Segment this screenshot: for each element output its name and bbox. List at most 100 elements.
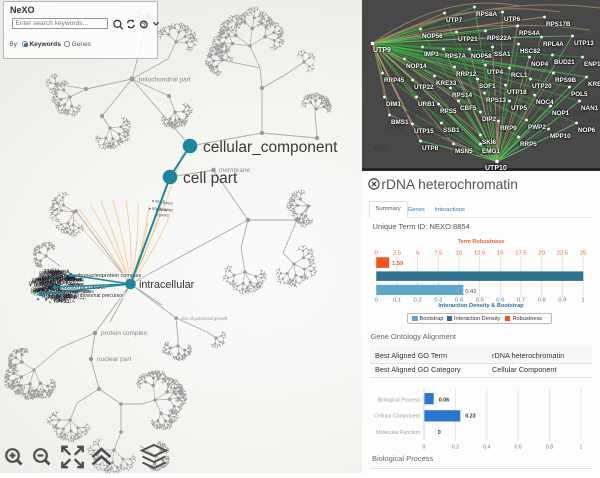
- svg-text:NOP2CA: NOP2CA: [57, 294, 78, 300]
- svg-text:RPS8A: RPS8A: [481, 45, 502, 51]
- svg-text:NOP7: NOP7: [38, 287, 52, 296]
- svg-text:RCL1: RCL1: [511, 72, 528, 79]
- svg-text:12.5: 12.5: [474, 251, 486, 257]
- svg-text:TIF6: TIF6: [34, 281, 45, 288]
- svg-text:90S pre: 90S pre: [68, 290, 85, 297]
- svg-text:snoRNA: snoRNA: [51, 269, 70, 278]
- svg-text:RLP7: RLP7: [64, 274, 77, 281]
- svg-text:0.7: 0.7: [517, 297, 525, 303]
- svg-text:UTP5: UTP5: [511, 105, 528, 112]
- svg-text:YTM1: YTM1: [36, 277, 49, 283]
- svg-text:BRX1: BRX1: [40, 280, 53, 288]
- svg-text:NOP6: NOP6: [578, 127, 596, 134]
- svg-text:0.5: 0.5: [476, 297, 485, 303]
- svg-text:RPS7A: RPS7A: [474, 151, 495, 157]
- svg-text:pre-rRNA: pre-rRNA: [39, 269, 60, 276]
- svg-text:RPB2: RPB2: [163, 201, 173, 205]
- svg-text:ribosomal precursor: ribosomal precursor: [78, 293, 124, 299]
- svg-text:NOP58: NOP58: [46, 272, 62, 278]
- svg-text:YTM1: YTM1: [61, 276, 75, 285]
- svg-text:RRP5: RRP5: [520, 141, 537, 148]
- svg-text:UTP8: UTP8: [422, 145, 439, 152]
- svg-text:RPB2: RPB2: [163, 209, 173, 213]
- svg-text:NOC4: NOC4: [536, 99, 554, 106]
- svg-text:RPS14: RPS14: [452, 92, 472, 99]
- svg-text:RCL1: RCL1: [505, 16, 521, 22]
- svg-text:ERB1: ERB1: [38, 276, 51, 282]
- svg-text:MAK21: MAK21: [51, 272, 67, 279]
- svg-text:EMG1: EMG1: [482, 148, 500, 155]
- svg-text:RRP36: RRP36: [47, 274, 63, 282]
- svg-text:RRP9: RRP9: [500, 125, 517, 132]
- svg-text:protein complex: protein complex: [101, 330, 148, 337]
- svg-text:MSN5: MSN5: [455, 148, 473, 155]
- svg-text:BRX1: BRX1: [64, 294, 77, 301]
- svg-text:RLP7: RLP7: [48, 295, 61, 301]
- svg-text:RPF1: RPF1: [36, 277, 49, 283]
- svg-text:RPS17B: RPS17B: [546, 21, 571, 28]
- svg-text:YTM1: YTM1: [42, 279, 56, 288]
- svg-text:UTP15: UTP15: [414, 128, 434, 135]
- svg-text:0.42: 0.42: [465, 289, 476, 295]
- svg-text:RPS8A: RPS8A: [476, 11, 497, 18]
- svg-text:0: 0: [375, 251, 379, 257]
- svg-text:RPS13: RPS13: [486, 97, 506, 104]
- svg-text:UTP10: UTP10: [485, 165, 507, 171]
- svg-text:NOP2CA: NOP2CA: [33, 280, 54, 289]
- svg-text:SOF1: SOF1: [573, 112, 589, 118]
- svg-text:1: 1: [580, 445, 583, 451]
- svg-text:RNP complex: RNP complex: [37, 292, 67, 302]
- svg-text:0.4: 0.4: [483, 445, 490, 451]
- svg-text:RPL4A: RPL4A: [543, 41, 564, 48]
- svg-text:NOP58: NOP58: [48, 269, 65, 277]
- svg-text:RPF1: RPF1: [39, 273, 52, 281]
- svg-text:UTP30: UTP30: [56, 291, 71, 298]
- svg-text:RLP7: RLP7: [32, 286, 45, 294]
- svg-text:ERB1: ERB1: [47, 272, 61, 281]
- svg-text:snoRNA: snoRNA: [65, 277, 84, 285]
- svg-text:DIP2: DIP2: [482, 116, 496, 123]
- svg-text:NOP1: NOP1: [552, 110, 570, 117]
- svg-text:0.8: 0.8: [538, 297, 547, 303]
- svg-text:MPP10: MPP10: [550, 133, 571, 140]
- svg-text:0.1: 0.1: [393, 297, 401, 303]
- svg-text:0.6: 0.6: [496, 297, 505, 303]
- svg-text:mitochondrial part: mitochondrial part: [139, 77, 191, 84]
- svg-text:25: 25: [580, 251, 587, 257]
- svg-text:?: ?: [142, 23, 146, 29]
- svg-text:2.5: 2.5: [393, 251, 402, 257]
- svg-text:membrane: membrane: [219, 167, 250, 174]
- svg-text:20: 20: [538, 251, 545, 257]
- svg-text:intracellular: intracellular: [139, 279, 195, 291]
- svg-text:PWP2: PWP2: [528, 124, 546, 131]
- svg-text:RPB2: RPB2: [159, 208, 169, 212]
- svg-text:RPL22: RPL22: [42, 281, 58, 290]
- svg-text:UTP13: UTP13: [574, 40, 594, 47]
- svg-text:RNP complex: RNP complex: [65, 287, 95, 295]
- svg-text:NOP58: NOP58: [50, 283, 67, 292]
- svg-text:DIM1: DIM1: [386, 101, 402, 108]
- svg-text:ribonucleoprotein complex: ribonucleoprotein complex: [76, 273, 142, 279]
- svg-text:BRX1: BRX1: [28, 279, 42, 287]
- svg-text:0.2: 0.2: [413, 297, 421, 303]
- svg-text:15: 15: [497, 251, 504, 257]
- svg-text:MAK21: MAK21: [39, 287, 56, 295]
- svg-text:0.3: 0.3: [434, 297, 443, 303]
- svg-text:RPL22: RPL22: [40, 272, 55, 279]
- svg-text:YTM1: YTM1: [60, 273, 74, 280]
- svg-text:90S pre: 90S pre: [68, 283, 86, 292]
- svg-text:SOF1: SOF1: [479, 83, 496, 90]
- svg-text:NOG1: NOG1: [62, 293, 77, 301]
- svg-text:RPS22A: RPS22A: [487, 35, 512, 42]
- svg-text:SSU proc: SSU proc: [71, 285, 93, 295]
- svg-text:pre-rRNA: pre-rRNA: [64, 294, 85, 301]
- svg-text:22.5: 22.5: [557, 251, 569, 257]
- svg-text:0.4: 0.4: [455, 297, 464, 303]
- svg-text:0: 0: [423, 445, 426, 451]
- svg-text:NOP1: NOP1: [489, 112, 506, 118]
- svg-text:RPS1A: RPS1A: [66, 274, 83, 283]
- svg-text:UTP9: UTP9: [373, 47, 391, 54]
- svg-text:EBP2: EBP2: [44, 267, 57, 275]
- svg-text:SSB1: SSB1: [443, 127, 460, 134]
- svg-text:UTP22: UTP22: [414, 84, 434, 91]
